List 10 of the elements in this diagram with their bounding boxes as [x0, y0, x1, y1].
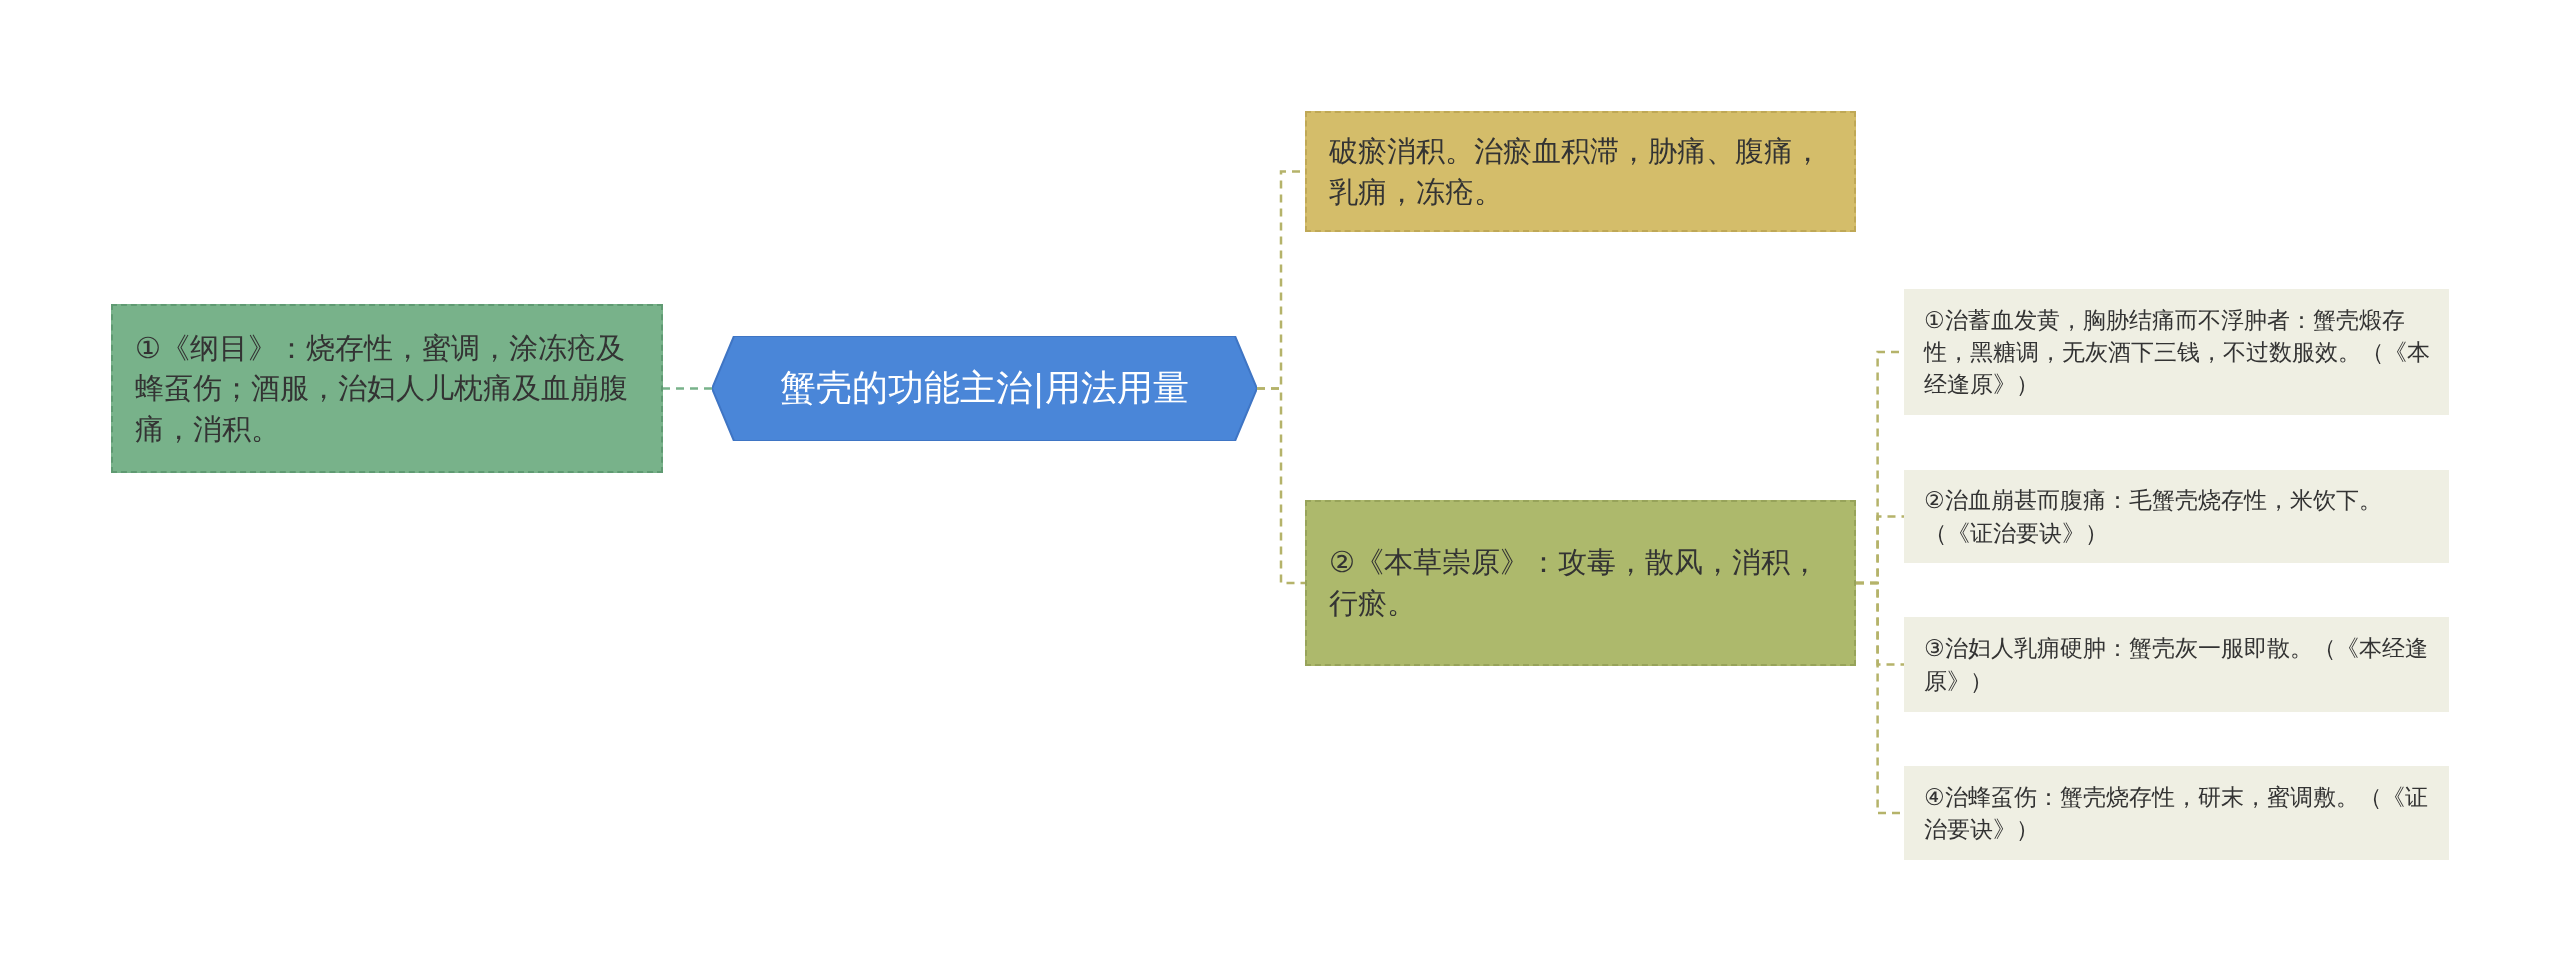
connector-line [1257, 387, 1305, 585]
topic-box: ①《纲目》：烧存性，蜜调，涂冻疮及蜂虿伤；酒服，治妇人儿枕痛及血崩腹痛，消积。 [111, 304, 663, 473]
subtopic-box: ①治蓄血发黄，胸胁结痛而不浮肿者：蟹壳煅存性，黑糖调，无灰酒下三钱，不过数服效。（《本经逢原》） [1904, 289, 2449, 415]
central-topic-hexagon: 蟹壳的功能主治|用法用量 [712, 336, 1257, 441]
topic-box: ②《本草崇原》：攻毒，散风，消积，行瘀。 [1305, 500, 1856, 666]
topic-box: 破瘀消积。治瘀血积滞，胁痛、腹痛，乳痈，冻疮。 [1305, 111, 1856, 232]
subtopic-box: ②治血崩甚而腹痛：毛蟹壳烧存性，米饮下。（《证治要诀》） [1904, 470, 2449, 563]
connector-line [663, 387, 712, 390]
subtopic-box: ④治蜂虿伤：蟹壳烧存性，研末，蜜调敷。（《证治要诀》） [1904, 766, 2449, 860]
subtopic-box: ③治妇人乳痈硬肿：蟹壳灰一服即散。（《本经逢原》） [1904, 617, 2449, 712]
